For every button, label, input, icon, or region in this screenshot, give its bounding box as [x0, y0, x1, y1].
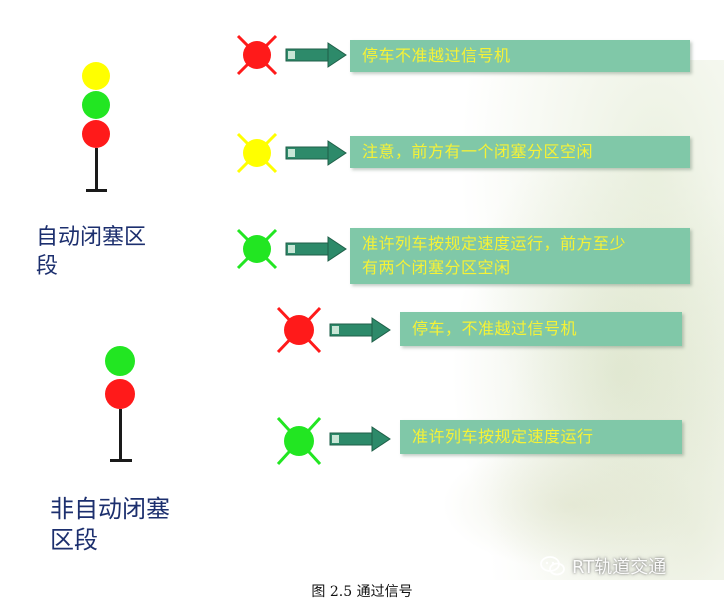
- lamp-green: [243, 235, 271, 263]
- non-auto-block-label-line1: 非自动闭塞: [50, 495, 170, 523]
- signal-base: [86, 189, 107, 192]
- signal-row-2: 注意，前方有一个闭塞分区空闲: [230, 128, 700, 182]
- auto-block-label-line1: 自动闭塞区: [36, 225, 147, 250]
- signal-aspect-graphic: [236, 228, 347, 270]
- wechat-icon: [540, 556, 565, 576]
- signal-row-4: 停车，不准越过信号机: [272, 304, 692, 360]
- message-text: 准许列车按规定速度运行: [412, 427, 594, 446]
- signal-lamp-red: [105, 379, 135, 409]
- arrow-right-icon: [329, 317, 391, 343]
- figure-caption: 图 2.5 通过信号: [311, 584, 413, 600]
- message-box: 准许列车按规定速度运行: [400, 420, 682, 454]
- signal-row-1: 停车不准越过信号机: [230, 30, 700, 84]
- signal-pole: [119, 409, 122, 461]
- message-text-line1: 准许列车按规定速度运行，前方至少: [362, 234, 627, 253]
- signal-lamp-green: [105, 346, 135, 376]
- non-auto-block-label-line2: 区段: [50, 526, 98, 555]
- message-text: 停车，不准越过信号机: [412, 319, 578, 338]
- message-box: 停车不准越过信号机: [350, 40, 690, 72]
- signal-aspect-graphic: [236, 34, 347, 76]
- lamp-red: [284, 315, 314, 345]
- message-text: 停车不准越过信号机: [362, 46, 511, 65]
- lamp-green: [284, 426, 314, 456]
- signal-row-3: 准许列车按规定速度运行，前方至少 有两个闭塞分区空闲: [230, 224, 700, 288]
- signal-lamp-yellow: [82, 62, 110, 90]
- watermark: RT轨道交通: [540, 552, 666, 580]
- auto-block-label-line2: 段: [36, 253, 59, 279]
- signal-pole: [95, 148, 98, 190]
- signal-base: [110, 459, 132, 462]
- arrow-right-icon: [285, 42, 347, 68]
- message-box: 停车，不准越过信号机: [400, 312, 682, 346]
- signal-row-5: 准许列车按规定速度运行: [272, 414, 692, 472]
- signal-aspect-graphic: [236, 132, 347, 174]
- lamp-red: [243, 41, 271, 69]
- auto-block-label: 自动闭塞区 段: [36, 224, 146, 281]
- arrow-right-icon: [329, 426, 391, 452]
- message-text-line2: 有两个闭塞分区空闲: [362, 258, 511, 277]
- watermark-text: RT轨道交通: [572, 557, 667, 578]
- signal-aspect-graphic: [276, 306, 391, 354]
- arrow-right-icon: [285, 140, 347, 166]
- signal-aspect-graphic: [276, 416, 391, 466]
- message-box: 准许列车按规定速度运行，前方至少 有两个闭塞分区空闲: [350, 228, 690, 284]
- message-box: 注意，前方有一个闭塞分区空闲: [350, 136, 690, 168]
- lamp-yellow: [243, 139, 271, 167]
- signal-lamp-green: [82, 91, 110, 119]
- non-auto-block-label: 非自动闭塞 区段: [50, 494, 170, 556]
- signal-lamp-red: [82, 120, 110, 148]
- arrow-right-icon: [285, 236, 347, 262]
- diagram-canvas: 自动闭塞区 段 非自动闭塞 区段 停车不准越过信号机: [36, 30, 724, 580]
- message-text: 注意，前方有一个闭塞分区空闲: [362, 142, 594, 161]
- background-wash-lower: [420, 430, 720, 580]
